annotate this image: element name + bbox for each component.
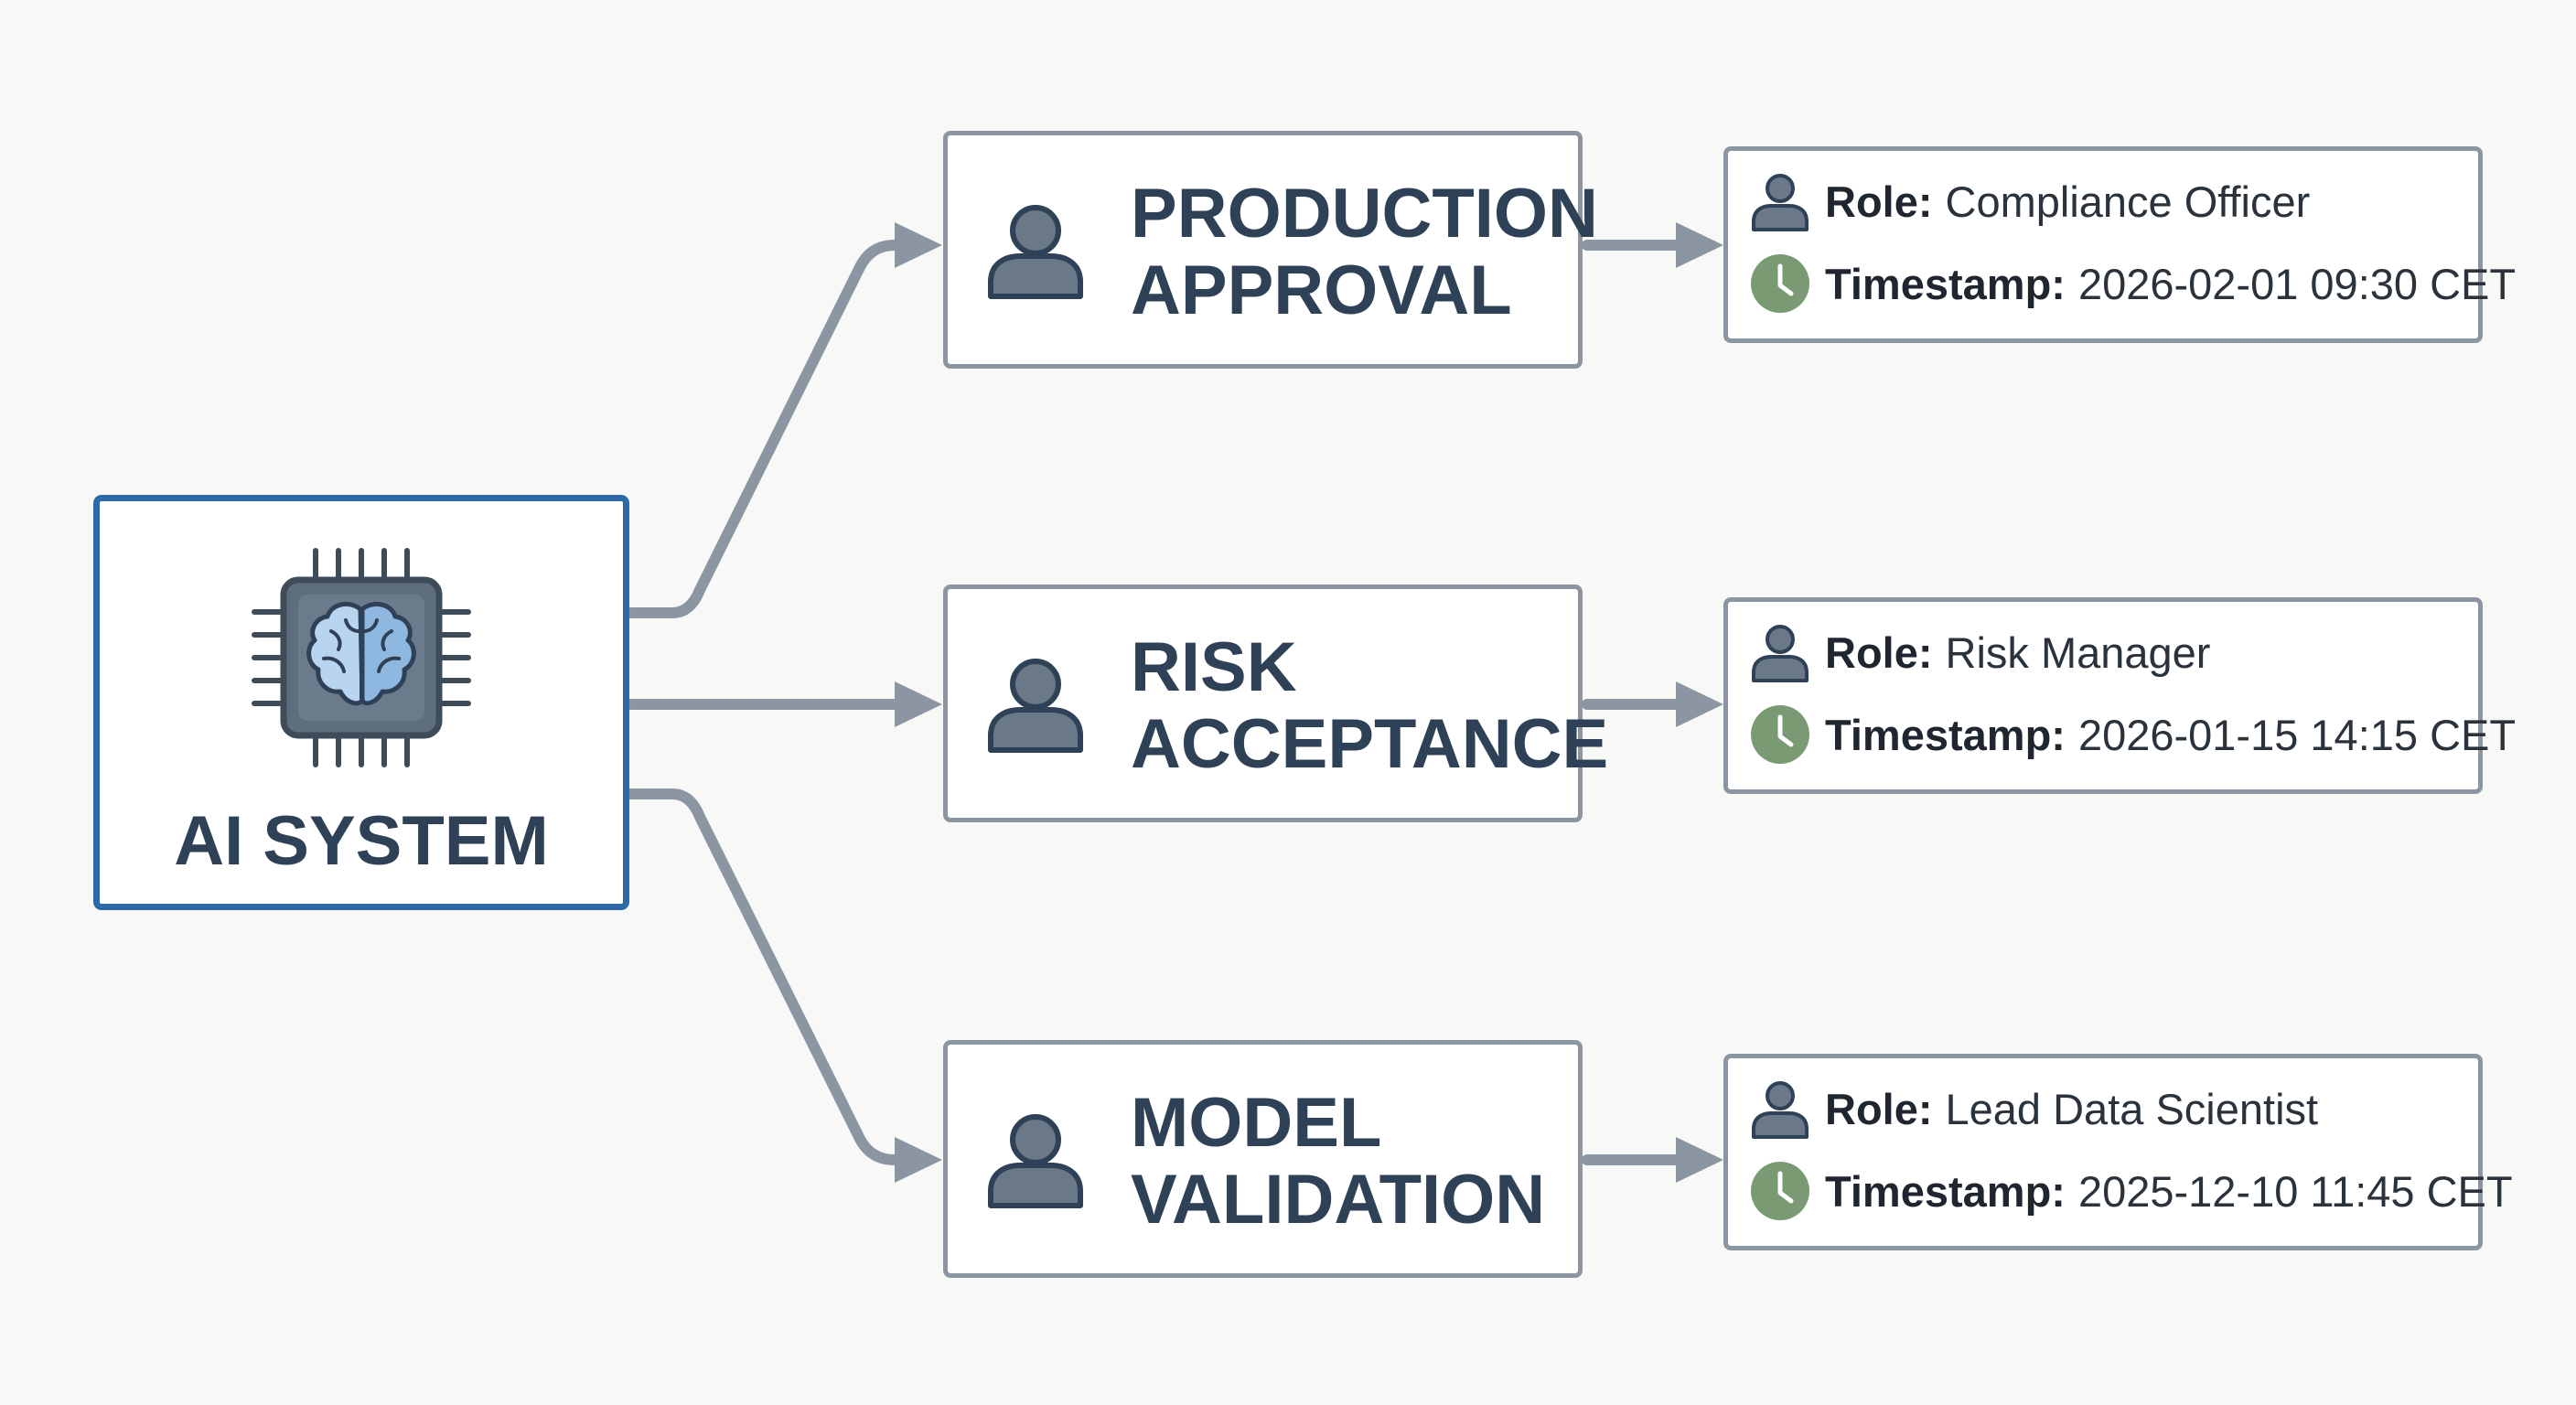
production-approval-node: PRODUCTION APPROVAL — [943, 131, 1598, 369]
risk-acceptance-details: Role: Risk Manager Timestamp: 2026-01-15… — [1723, 597, 2516, 794]
arrowhead-production-approval — [895, 222, 942, 268]
step-title-line: ACCEPTANCE — [1131, 705, 1609, 783]
role-key: Role: — [1825, 177, 1933, 226]
role-value: Compliance Officer — [1945, 177, 2311, 226]
timestamp-value: 2026-01-15 14:15 CET — [2077, 710, 2517, 759]
person-icon — [988, 205, 1083, 299]
role-key: Role: — [1825, 627, 1933, 677]
brain-chip-icon — [252, 548, 471, 767]
connector-to-model-validation — [626, 788, 911, 1165]
arrowhead-risk-acceptance — [895, 681, 942, 727]
person-icon — [988, 1114, 1083, 1208]
step-title-line: VALIDATION — [1131, 1161, 1546, 1239]
role-row: Role: Lead Data Scientist — [1748, 1077, 2318, 1141]
step-title: MODEL VALIDATION — [1131, 1085, 1545, 1239]
timestamp-row: Timestamp: 2026-01-15 14:15 CET — [1748, 702, 2516, 767]
timestamp-row: Timestamp: 2026-02-01 09:30 CET — [1748, 252, 2516, 316]
timestamp-value: 2025-12-10 11:45 CET — [2077, 1166, 2513, 1216]
clock-icon — [1751, 254, 1809, 313]
role-key: Role: — [1825, 1084, 1933, 1133]
risk-acceptance-node: RISK ACCEPTANCE — [943, 585, 1608, 822]
role-value: Risk Manager — [1945, 627, 2211, 677]
step-title-line: APPROVAL — [1131, 252, 1512, 329]
model-validation-details: Role: Lead Data Scientist Timestamp: 202… — [1723, 1054, 2513, 1250]
timestamp-key: Timestamp: — [1825, 259, 2066, 308]
connector-to-production-approval — [626, 240, 911, 618]
model-validation-node: MODEL VALIDATION — [943, 1040, 1583, 1278]
step-title-line: RISK — [1131, 628, 1297, 706]
person-icon — [1752, 174, 1809, 231]
role-row: Role: Compliance Officer — [1748, 169, 2310, 233]
step-title: RISK ACCEPTANCE — [1131, 629, 1608, 783]
timestamp-row: Timestamp: 2025-12-10 11:45 CET — [1748, 1159, 2513, 1223]
ai-system-node: AI SYSTEM — [93, 495, 629, 910]
step-title: PRODUCTION APPROVAL — [1131, 176, 1598, 329]
production-approval-details: Role: Compliance Officer Timestamp: 2026… — [1723, 146, 2516, 343]
step-title-line: MODEL — [1131, 1084, 1382, 1162]
timestamp-key: Timestamp: — [1825, 710, 2066, 759]
arrowhead-production-info — [1676, 222, 1723, 268]
ai-system-label: AI SYSTEM — [174, 802, 549, 880]
arrowhead-validation-info — [1676, 1137, 1723, 1183]
timestamp-key: Timestamp: — [1825, 1166, 2066, 1216]
step-title-line: PRODUCTION — [1131, 175, 1598, 252]
timestamp-value: 2026-02-01 09:30 CET — [2077, 259, 2517, 308]
arrowhead-model-validation — [895, 1137, 942, 1183]
person-icon — [988, 659, 1083, 753]
role-row: Role: Risk Manager — [1748, 620, 2210, 684]
arrowhead-risk-info — [1676, 681, 1723, 727]
clock-icon — [1751, 1162, 1809, 1220]
clock-icon — [1751, 705, 1809, 764]
role-value: Lead Data Scientist — [1945, 1084, 2319, 1133]
person-icon — [1752, 625, 1809, 682]
person-icon — [1752, 1081, 1809, 1139]
